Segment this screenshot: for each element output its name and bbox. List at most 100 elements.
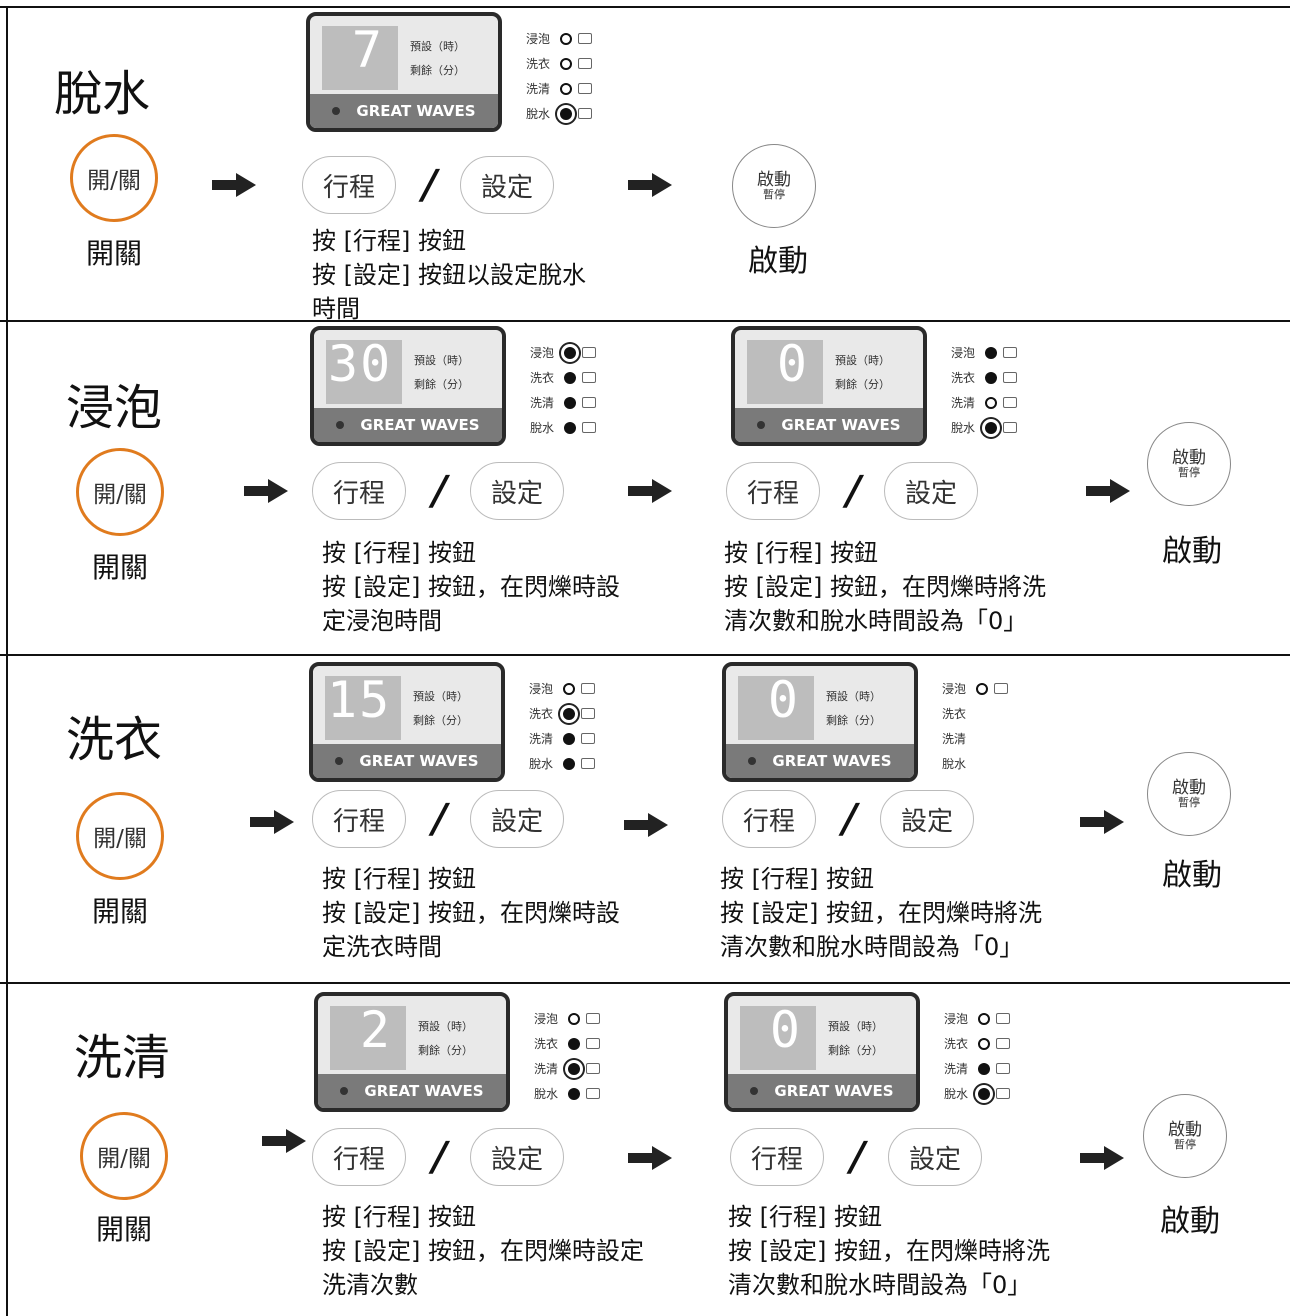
rinse-icon — [586, 1063, 600, 1074]
status-label: 洗清 — [529, 732, 554, 746]
brand-bar: GREAT WAVES — [310, 94, 498, 128]
brand-logo: GREAT WAVES — [364, 1082, 484, 1100]
lcd-window — [738, 676, 814, 740]
setting-button[interactable]: 設定 — [470, 462, 564, 520]
indicator-led — [335, 757, 344, 765]
program-button[interactable]: 行程 — [312, 462, 406, 520]
program-button[interactable]: 行程 — [312, 1128, 406, 1186]
right-arrow-icon — [244, 479, 288, 503]
arrow-shaft — [1080, 1153, 1106, 1163]
arrow-head — [286, 1129, 306, 1153]
power-caption: 開關 — [86, 237, 143, 270]
program-button[interactable]: 行程 — [726, 462, 820, 520]
setting-button[interactable]: 設定 — [470, 1128, 564, 1186]
arrow-head — [1104, 1146, 1124, 1170]
power-button[interactable]: 開/關 — [70, 134, 158, 222]
status-label: 洗衣 — [534, 1037, 559, 1051]
right-arrow-icon — [262, 1129, 306, 1153]
status-indicator-on — [563, 757, 575, 770]
right-arrow-icon — [1080, 810, 1124, 834]
right-arrow-icon — [1080, 1146, 1124, 1170]
lcd-digit: 2 — [359, 1001, 392, 1059]
rinse-icon — [996, 1063, 1010, 1074]
start-pause-button[interactable]: 啟動暫停 — [1143, 1094, 1227, 1178]
setting-button[interactable]: 設定 — [888, 1128, 982, 1186]
display-preset-label: 預設（時） — [828, 1020, 883, 1033]
row-divider — [0, 6, 1290, 8]
power-button[interactable]: 開/關 — [76, 792, 164, 880]
setting-button[interactable]: 設定 — [880, 790, 974, 848]
status-indicator-off — [563, 682, 575, 695]
status-indicator-blink — [978, 1087, 990, 1100]
setting-button[interactable]: 設定 — [460, 156, 554, 214]
status-indicator-on — [564, 421, 576, 434]
setting-button[interactable]: 設定 — [884, 462, 978, 520]
pause-label: 暫停 — [1178, 796, 1200, 810]
right-arrow-icon — [628, 173, 672, 197]
start-pause-button[interactable]: 啟動暫停 — [1147, 422, 1231, 506]
instruction-text: 按 [行程] 按鈕按 [設定] 按鈕，在閃爍時將洗清次數和脫水時間設為「0」 — [720, 862, 1042, 964]
status-indicators: 浸泡洗衣洗清脫水 — [530, 340, 596, 440]
status-row: 脫水 — [951, 415, 1017, 440]
power-caption: 開關 — [96, 1213, 153, 1246]
indicator-led — [748, 757, 757, 765]
start-caption: 啟動 — [748, 244, 808, 279]
section-title: 洗衣 — [66, 712, 163, 768]
instruction-line: 按 [設定] 按鈕，在閃爍時將洗 — [728, 1237, 1050, 1265]
program-button[interactable]: 行程 — [302, 156, 396, 214]
brand-logo: GREAT WAVES — [774, 1082, 894, 1100]
indicator-led — [336, 421, 345, 429]
display-remaining-label: 剩餘（分） — [410, 64, 465, 77]
status-label: 浸泡 — [526, 32, 551, 46]
status-indicator-off — [976, 682, 988, 695]
status-row: 洗清 — [951, 390, 1017, 415]
arrow-head — [268, 479, 288, 503]
start-pause-button[interactable]: 啟動暫停 — [732, 144, 816, 228]
arrow-head — [652, 173, 672, 197]
instruction-line: 清次數和脫水時間設為「0」 — [724, 607, 1028, 635]
status-label: 洗清 — [530, 396, 555, 410]
brand-bar: GREAT WAVES — [313, 744, 501, 778]
soak-icon — [994, 683, 1008, 694]
status-label: 脫水 — [951, 421, 976, 435]
program-button[interactable]: 行程 — [730, 1128, 824, 1186]
instruction-line: 清次數和脫水時間設為「0」 — [720, 933, 1024, 961]
soak-icon — [578, 33, 592, 44]
pause-label: 暫停 — [1178, 466, 1200, 480]
status-row: 洗清 — [526, 76, 592, 101]
status-indicators: 浸泡洗衣洗清脫水 — [942, 676, 1008, 776]
status-indicator-off — [560, 57, 572, 70]
display-remaining-label: 剩餘（分） — [413, 714, 468, 727]
setting-button[interactable]: 設定 — [470, 790, 564, 848]
instruction-line: 按 [設定] 按鈕，在閃爍時設 — [322, 899, 620, 927]
status-indicator-on — [985, 346, 997, 359]
wash-icon — [996, 1038, 1010, 1049]
slash-separator: / — [841, 468, 866, 514]
spin-icon — [586, 1088, 600, 1099]
instruction-line: 定洗衣時間 — [322, 933, 442, 961]
program-button[interactable]: 行程 — [722, 790, 816, 848]
right-arrow-icon — [624, 813, 668, 837]
status-label: 洗衣 — [529, 707, 554, 721]
status-indicators: 浸泡洗衣洗清脫水 — [529, 676, 595, 776]
power-button[interactable]: 開/關 — [80, 1112, 168, 1200]
start-pause-button[interactable]: 啟動暫停 — [1147, 752, 1231, 836]
arrow-head — [274, 810, 294, 834]
lcd-digit: 0 — [769, 1001, 802, 1059]
status-label: 洗衣 — [951, 371, 976, 385]
display-preset-label: 預設（時） — [826, 690, 881, 703]
slash-separator: / — [837, 796, 862, 842]
status-row: 浸泡 — [942, 676, 1008, 701]
status-label: 浸泡 — [942, 682, 967, 696]
arrow-shaft — [628, 486, 654, 496]
arrow-shaft — [628, 1153, 654, 1163]
program-button[interactable]: 行程 — [312, 790, 406, 848]
status-row: 洗衣 — [526, 51, 592, 76]
status-indicator-on — [978, 1062, 990, 1075]
power-button[interactable]: 開/關 — [76, 448, 164, 536]
row-divider — [0, 320, 1290, 322]
instruction-line: 按 [行程] 按鈕 — [322, 1203, 476, 1231]
slash-separator: / — [427, 1134, 452, 1180]
